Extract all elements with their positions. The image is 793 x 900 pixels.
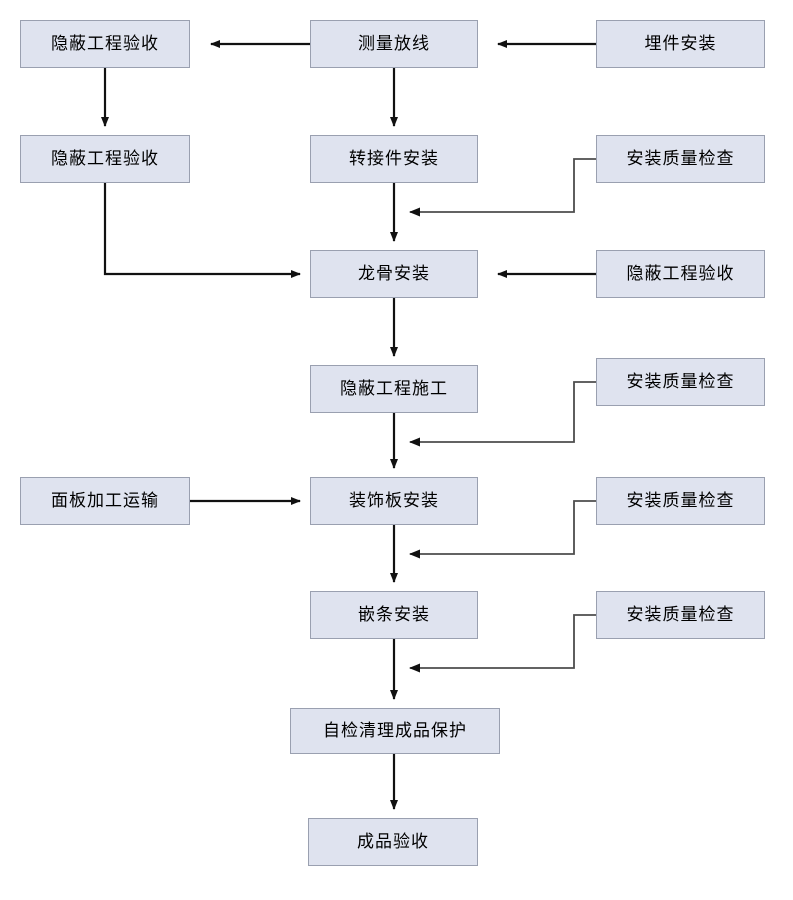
- node-anzhuang-zhiliang-jiancha-4[interactable]: 安装质量检查: [596, 591, 765, 639]
- node-yinbi-gongcheng-shigong[interactable]: 隐蔽工程施工: [310, 365, 478, 413]
- node-label: 埋件安装: [644, 33, 717, 54]
- edge-quality4-to-mainline: [409, 614, 596, 673]
- node-anzhuang-zhiliang-jiancha-2[interactable]: 安装质量检查: [596, 358, 765, 406]
- node-label: 安装质量检查: [626, 148, 735, 169]
- node-label: 安装质量检查: [626, 604, 735, 625]
- node-zijian-qingli-chengpin-baohu[interactable]: 自检清理成品保护: [290, 708, 500, 754]
- node-label: 转接件安装: [349, 148, 439, 169]
- node-label: 隐蔽工程验收: [51, 33, 159, 54]
- edge-quality3-to-mainline: [409, 500, 596, 559]
- node-label: 隐蔽工程验收: [626, 263, 735, 284]
- node-label: 安装质量检查: [626, 490, 735, 511]
- edge-yinbi2-to-longgu: [103, 183, 301, 278]
- node-label: 安装质量检查: [626, 371, 735, 392]
- node-label: 龙骨安装: [358, 263, 430, 284]
- node-qiantiao-anzhuang[interactable]: 嵌条安装: [310, 591, 478, 639]
- node-zhuanjiejian-anzhuang[interactable]: 转接件安装: [310, 135, 478, 183]
- node-label: 隐蔽工程验收: [51, 148, 159, 169]
- node-label: 测量放线: [358, 33, 430, 54]
- node-celiang-fangxian[interactable]: 测量放线: [310, 20, 478, 68]
- edge-quality1-to-mainline: [409, 158, 596, 217]
- node-label: 面板加工运输: [51, 490, 159, 511]
- node-label: 成品验收: [357, 831, 429, 852]
- node-label: 装饰板安装: [349, 490, 439, 511]
- node-label: 自检清理成品保护: [323, 720, 467, 741]
- node-yinbi-gongcheng-yanshou-3[interactable]: 隐蔽工程验收: [596, 250, 765, 298]
- node-label: 隐蔽工程施工: [340, 378, 448, 399]
- node-zhuangshiban-anzhuang[interactable]: 装饰板安装: [310, 477, 478, 525]
- node-anzhuang-zhiliang-jiancha-1[interactable]: 安装质量检查: [596, 135, 765, 183]
- node-label: 嵌条安装: [358, 604, 430, 625]
- node-longgu-anzhuang[interactable]: 龙骨安装: [310, 250, 478, 298]
- node-mianban-jiagong-yunshu[interactable]: 面板加工运输: [20, 477, 190, 525]
- node-yinbi-gongcheng-yanshou-1[interactable]: 隐蔽工程验收: [20, 20, 190, 68]
- node-maijian-anzhuang[interactable]: 埋件安装: [596, 20, 765, 68]
- node-chengpin-yanshou[interactable]: 成品验收: [308, 818, 478, 866]
- node-yinbi-gongcheng-yanshou-2[interactable]: 隐蔽工程验收: [20, 135, 190, 183]
- edge-quality2-to-mainline: [409, 381, 596, 447]
- node-anzhuang-zhiliang-jiancha-3[interactable]: 安装质量检查: [596, 477, 765, 525]
